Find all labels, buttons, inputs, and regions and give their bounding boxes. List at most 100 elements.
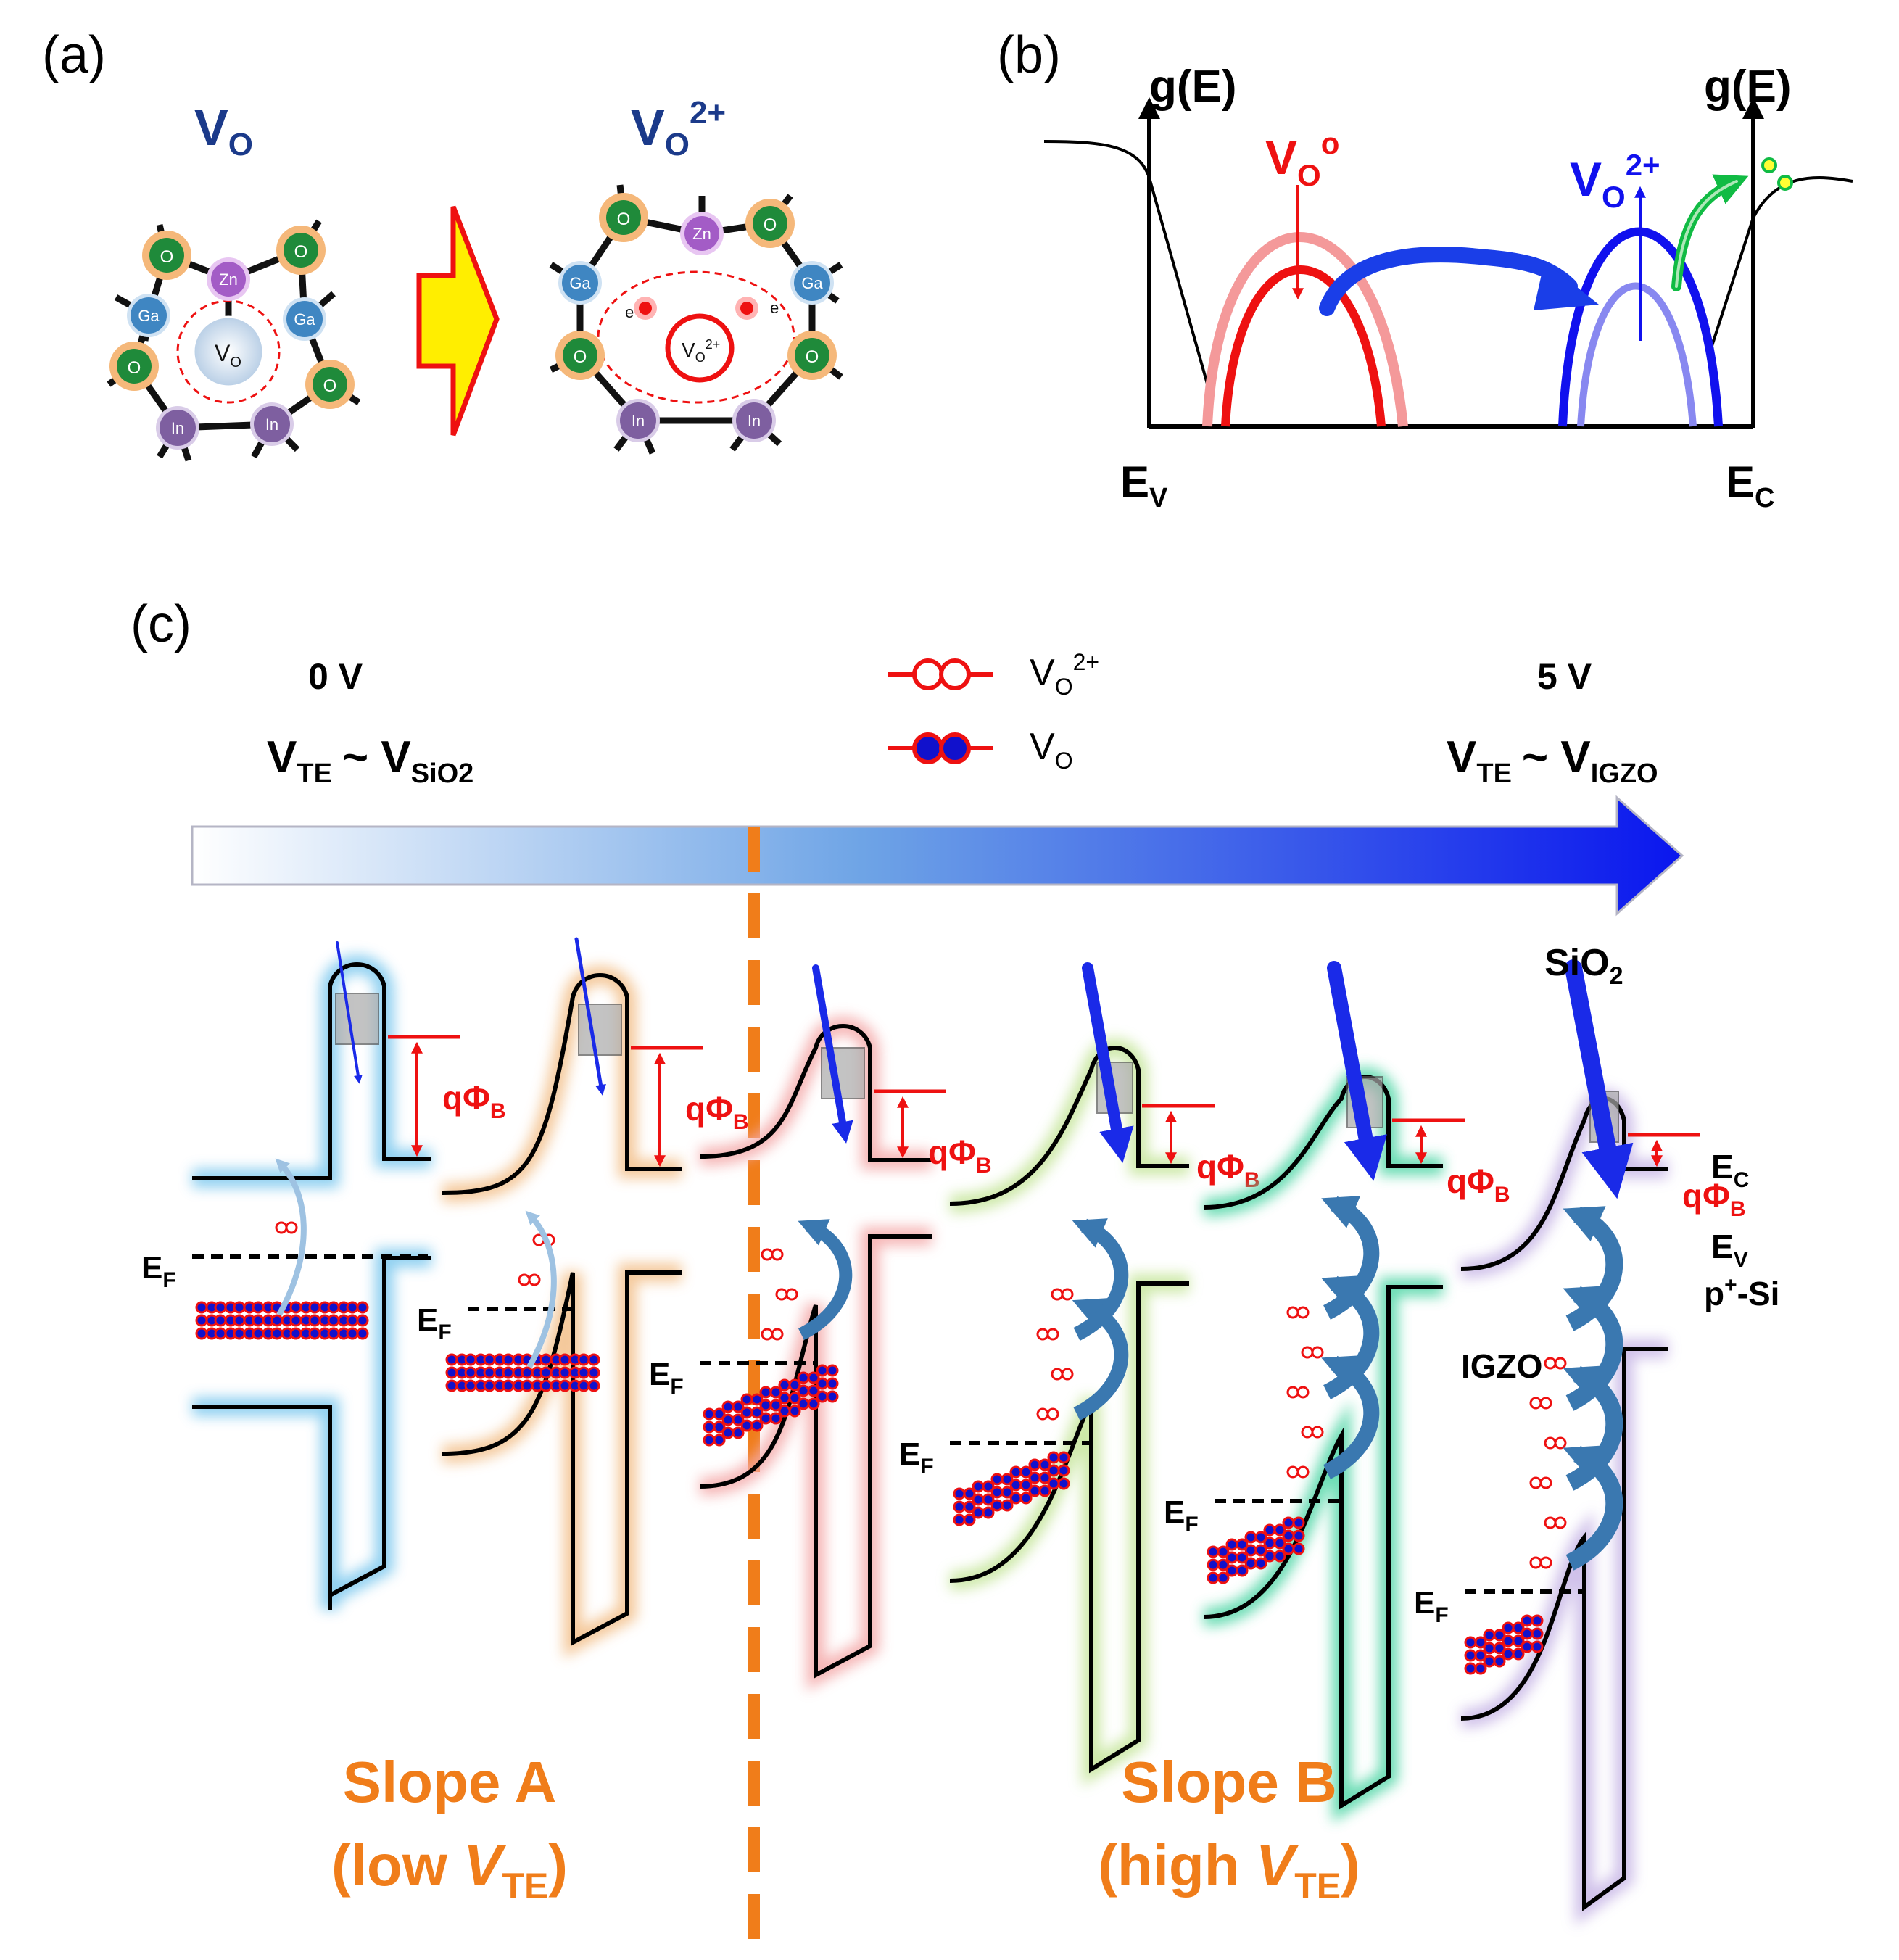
slope-b-title: Slope B [1121,1750,1337,1814]
atom-ga: Ga [294,310,315,328]
defect-dot [1282,1529,1295,1542]
defect-dot [275,1221,288,1234]
vo-defect-marker [1009,1479,1033,1492]
defect-dot [963,1513,976,1526]
defect-dot [1009,1465,1022,1479]
defect-dot [797,1397,810,1410]
atom-in: In [748,412,761,430]
vo-defect-marker [1464,1649,1487,1662]
vo-defect-marker [252,1301,275,1314]
electron [740,302,753,315]
defect-dot [1236,1551,1249,1564]
defect-dot [1236,1564,1249,1577]
defect-dot [1038,1458,1051,1471]
vo-defect-marker [464,1366,487,1379]
defect-dot [1531,1614,1544,1627]
panel-a: (a) VO VO2+ VO O Zn O Ga Ga O O In In [42,26,843,462]
vo-defect-marker [1028,1471,1051,1484]
vo-defect-marker [972,1480,995,1493]
defect-dot [502,1366,515,1379]
defect-dot [445,1379,458,1392]
barrier-label: qΦB [1196,1148,1260,1192]
defect-dot [1207,1558,1220,1571]
vo-defect-marker [521,1379,544,1392]
defect-dot [750,1406,764,1419]
barrier-label: qΦB [928,1133,992,1178]
vo-defect-marker [759,1412,782,1425]
panel-glow [1460,1089,1668,1926]
legend-vo2-label: VO2+ [1030,649,1099,700]
vo2-dashed-region [597,270,795,404]
defect-dot [778,1405,791,1418]
conduction-band-edge [192,962,431,1180]
defect-dot [558,1379,571,1392]
defect-dot [1296,1386,1310,1399]
tunneling-arrow [336,941,363,1084]
defect-dot [982,1493,995,1506]
vo-defect-marker [1483,1642,1506,1655]
defect-dot [1311,1426,1324,1439]
vo2-defect-marker [1529,1397,1552,1410]
vo2-title: VO2+ [631,95,726,162]
vo-defect-marker [558,1379,582,1392]
defect-dot [826,1377,839,1390]
defect-dot [1544,1357,1557,1370]
vo-defect-marker [1225,1564,1249,1577]
defect-dot [990,1473,1004,1486]
vo-defect-marker [953,1487,976,1500]
vo-defect-marker [972,1493,995,1506]
vo-defect-marker [953,1500,976,1513]
defect-dot [807,1397,820,1410]
vo-defect-marker [1263,1550,1286,1563]
band-glow [1203,1067,1443,1217]
defect-dot [464,1353,477,1366]
slope-b-subtitle: (high VTE) [1098,1833,1360,1906]
defect-dot [1051,1288,1064,1301]
legend-vo: VO [888,726,1073,774]
defect-dot [1001,1499,1014,1512]
vo-defect-marker [1225,1551,1249,1564]
conduction-band-edge [699,1024,932,1162]
emission-arrow [1321,1196,1380,1320]
defect-dot [1301,1426,1314,1439]
defect-dot [518,1273,531,1286]
defect-dot [214,1314,227,1327]
vo2-vacancy [665,313,735,383]
defect-dot [807,1384,820,1397]
vo-defect-marker [721,1426,745,1439]
vo-defect-marker [327,1301,350,1314]
vo-defect-marker [759,1399,782,1412]
vo-defect-marker [1047,1477,1070,1490]
defect-dot [1512,1647,1525,1661]
slope-a-subtitle: (low VTE) [331,1833,568,1906]
defect-dot [1311,1346,1324,1359]
defect-dot [1057,1451,1070,1464]
legend-vo2: VO2+ [888,649,1099,700]
defect-dot [1521,1640,1534,1653]
defect-dot [1539,1556,1552,1569]
sio2-label: SiO2 [1544,942,1623,990]
vo-defect-marker [252,1314,275,1327]
vo0-label: VOo [1265,126,1339,192]
defect-dot [1207,1545,1220,1558]
valence-band-edge [442,1270,682,1646]
defect-dot [1296,1306,1310,1319]
vo-defect-marker [308,1327,331,1340]
defect-dot [1057,1477,1070,1490]
vo-defect-marker [953,1513,976,1526]
oxide-barrier [335,993,379,1045]
defect-dot [558,1353,571,1366]
vo2-state-shifted [1577,282,1697,427]
atom-zn: Zn [692,225,711,243]
defect-dot [1263,1523,1276,1537]
tunneling-arrow [574,937,606,1096]
defect-dot [990,1499,1004,1512]
atom-o: O [294,242,308,262]
vo-defect-marker [778,1378,801,1392]
defect-dot [1217,1545,1230,1558]
defect-dot [270,1314,284,1327]
vo-defect-marker [1207,1571,1230,1584]
defect-dot [1207,1571,1220,1584]
free-electron [1761,157,1777,173]
